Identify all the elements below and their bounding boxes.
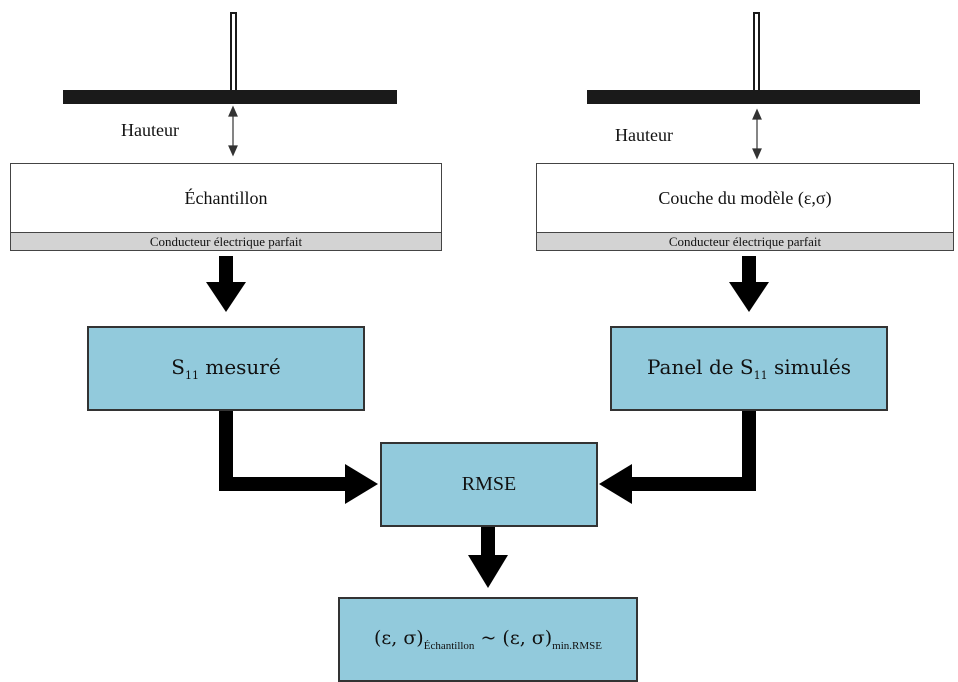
rmse-label: RMSE <box>461 473 517 495</box>
left-sample-label: Échantillon <box>184 187 268 208</box>
right-pec-label: Conducteur électrique parfait <box>668 233 822 249</box>
left-pec-label: Conducteur électrique parfait <box>149 233 303 249</box>
right-pec-layer: Conducteur électrique parfait <box>536 233 954 251</box>
right-height-label: Hauteur <box>615 125 673 145</box>
rmse-box: RMSE <box>380 442 598 527</box>
final-result-box: (ε, σ)Échantillon ~ (ε, σ)min.RMSE <box>338 597 638 682</box>
left-ground-plate <box>63 90 397 104</box>
right-sample-layer: Couche du modèle (ε,σ) <box>536 163 954 233</box>
left-elbow-arrow <box>219 411 378 504</box>
left-height-arrow <box>228 105 238 157</box>
measured-s11-label: S11 mesuré <box>171 355 281 382</box>
left-sample-layer: Échantillon <box>10 163 442 233</box>
left-height-label: Hauteur <box>121 120 179 140</box>
right-sample-label: Couche du modèle (ε,σ) <box>658 187 832 208</box>
right-down-arrow <box>729 256 769 312</box>
measured-s11-box: S11 mesuré <box>87 326 365 411</box>
right-ground-plate <box>587 90 920 104</box>
right-height-arrow <box>752 108 762 160</box>
left-down-arrow <box>206 256 246 312</box>
simulated-s11-box: Panel de S11 simulés <box>610 326 888 411</box>
left-pec-layer: Conducteur électrique parfait <box>10 233 442 251</box>
simulated-s11-label: Panel de S11 simulés <box>646 355 851 382</box>
rmse-down-arrow <box>468 527 508 588</box>
final-result-label: (ε, σ)Échantillon ~ (ε, σ)min.RMSE <box>374 627 602 652</box>
right-elbow-arrow <box>599 411 756 504</box>
